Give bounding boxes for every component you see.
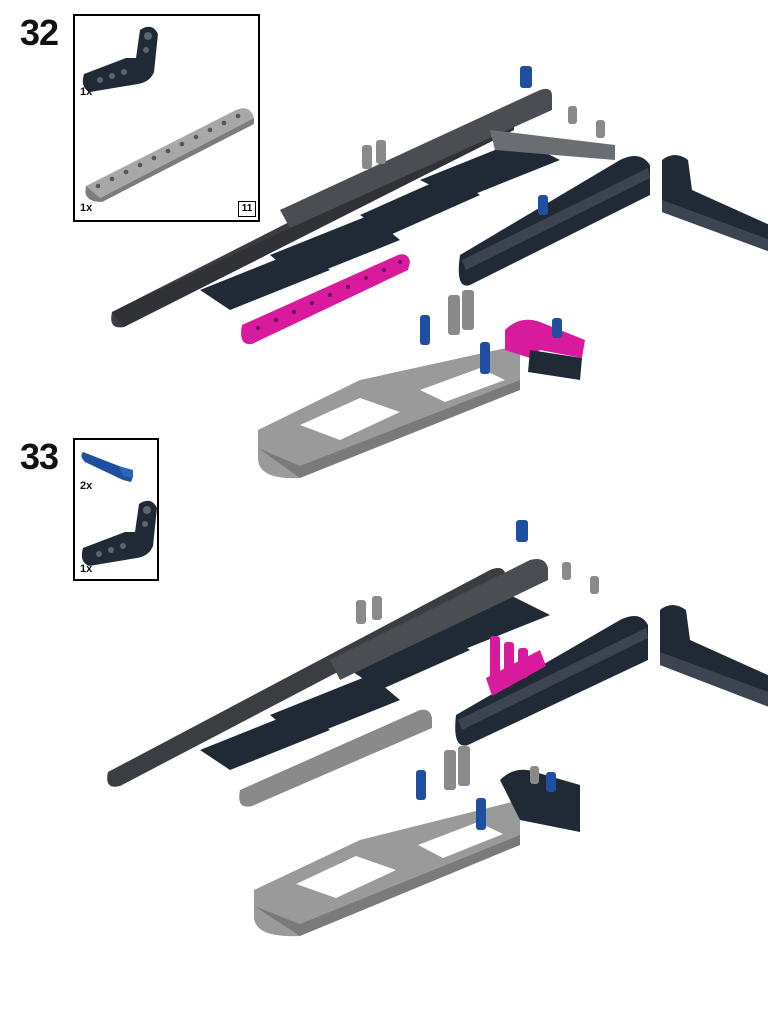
mid-gray-beam [239, 709, 432, 807]
blue-axle-pins [416, 520, 556, 830]
part-qty: 2x [80, 480, 93, 492]
upper-dark-rail [280, 88, 552, 228]
frame-crossbar [420, 140, 560, 200]
step-number-32: 32 [20, 12, 59, 53]
part-qty: 1x [80, 86, 93, 98]
frame-crossbar [270, 675, 400, 740]
step-number-33: 33 [20, 436, 59, 477]
upper-dark-rail [330, 559, 548, 680]
dark-angled-block [500, 769, 580, 832]
part-qty: 1x [80, 563, 93, 575]
mid-gray-rail [490, 130, 615, 160]
step-33-assembly-illustration [107, 520, 768, 937]
length-badge: 11 [238, 201, 256, 217]
highlighted-magenta-angled-part [505, 319, 585, 358]
dark-bluish-gray-angled-beam-icon [81, 500, 157, 566]
light-gray-straight-beam-11-icon [85, 108, 254, 202]
detached-angled-beam [662, 155, 768, 252]
parts-callout-step-32: 1x 1x 11 [73, 14, 260, 222]
step-32-assembly-illustration [111, 66, 768, 479]
gray-pins [362, 106, 605, 335]
highlighted-magenta-angled-part [486, 650, 546, 696]
part-qty: 1x [80, 202, 93, 214]
dark-bluish-gray-angled-beam-icon [82, 26, 158, 92]
frame-crossbar [410, 595, 550, 655]
blue-axle-pin-icon [81, 452, 133, 482]
parts-callout-step-33: 2x 1x [73, 438, 159, 581]
gray-pins [356, 562, 599, 790]
magenta-upright-posts [490, 636, 528, 682]
detached-angled-beam [660, 605, 768, 707]
frame-crossbar [270, 215, 400, 280]
blue-axle-pins [420, 66, 562, 374]
